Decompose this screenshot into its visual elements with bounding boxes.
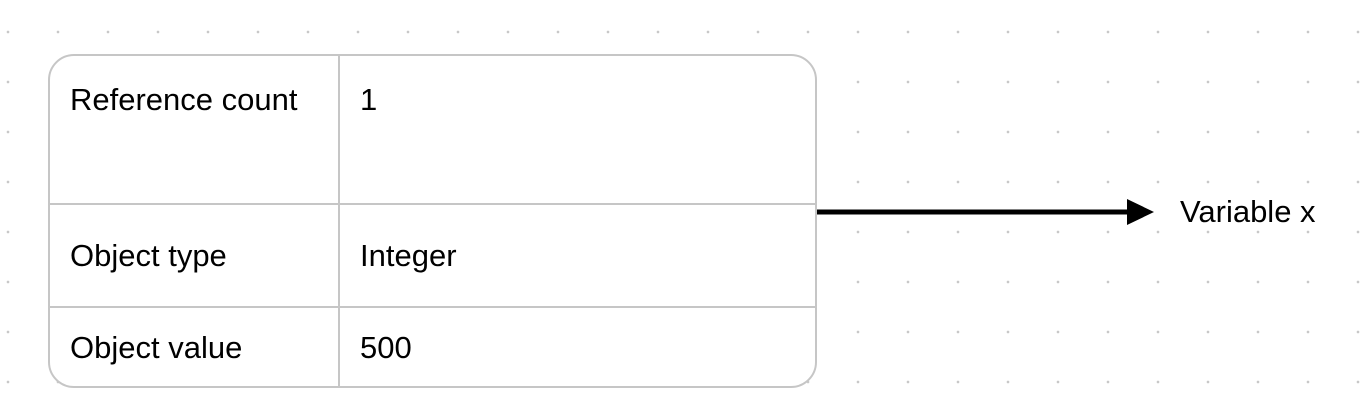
table-row: Object type Integer [50, 203, 815, 308]
reference-count-value: 1 [338, 56, 815, 205]
reference-count-label: Reference count [50, 56, 340, 205]
object-type-value: Integer [338, 203, 815, 308]
object-fields-table: Reference count 1 Object type Integer Ob… [50, 56, 815, 386]
table-row: Reference count 1 [50, 56, 815, 205]
object-type-label: Object type [50, 203, 340, 308]
object-value-value: 500 [338, 306, 815, 386]
table-row: Object value 500 [50, 306, 815, 386]
arrow-head-icon [1127, 199, 1154, 225]
variable-label: Variable x [1180, 194, 1316, 229]
reference-arrow [817, 199, 1154, 225]
object-value-label: Object value [50, 306, 340, 386]
object-box: Reference count 1 Object type Integer Ob… [48, 54, 817, 388]
